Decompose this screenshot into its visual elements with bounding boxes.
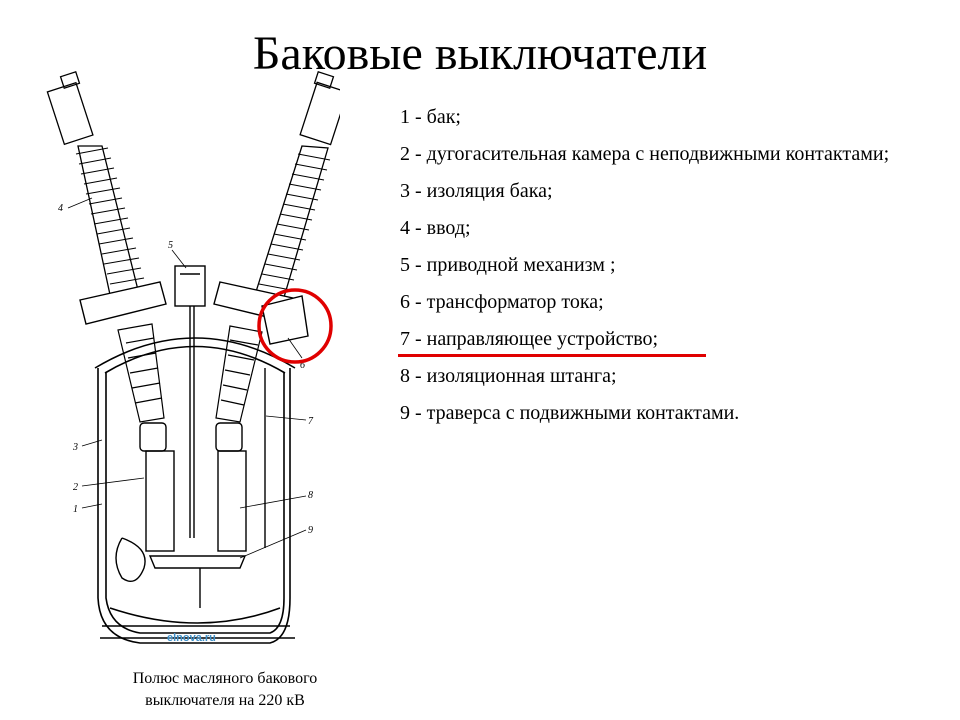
caption-line-2: выключателя на 220 кВ — [145, 692, 305, 709]
figure-caption: Полюс масляного бакового выключателя на … — [60, 668, 390, 712]
label-6: 6 — [300, 360, 305, 371]
right-bushing — [253, 71, 340, 305]
legend-item: 5 - приводной механизм ; — [400, 254, 616, 276]
left-bushing — [46, 71, 141, 305]
legend-item: 9 - траверса с подвижными контактами. — [400, 402, 740, 424]
highlight-underline — [398, 354, 706, 357]
watermark: elnova.ru — [167, 632, 216, 644]
label-3: 3 — [72, 442, 78, 453]
current-transformer — [261, 295, 309, 345]
slide-title: Баковые выключатели — [252, 27, 708, 80]
legend-list: 1 - бак; 2 - дугогасительная камера с не… — [400, 104, 945, 437]
caption-line-1: Полюс масляного бакового — [132, 670, 318, 687]
inner-insulators — [117, 323, 263, 423]
legend-item: 6 - трансформатор тока; — [400, 291, 604, 313]
label-9: 9 — [308, 525, 313, 536]
leader-lines — [67, 197, 307, 559]
legend-item: 7 - направляющее устройство; — [400, 328, 659, 350]
legend-item: 3 - изоляция бака; — [400, 180, 553, 202]
traverse — [115, 368, 266, 608]
breaker-pole-drawing: 4 5 6 7 3 2 1 8 9 — [46, 71, 340, 644]
drive-mechanism — [174, 265, 206, 538]
left-bushing-sheds — [75, 147, 145, 285]
legend-item: 2 - дугогасительная камера с неподвижным… — [400, 143, 890, 165]
legend-item: 8 - изоляционная штанга; — [400, 365, 617, 387]
label-2: 2 — [73, 482, 78, 493]
legend-item: 4 - ввод; — [400, 217, 471, 239]
label-7: 7 — [308, 416, 314, 427]
right-bushing-sheds — [258, 153, 331, 291]
label-4: 4 — [58, 203, 63, 214]
label-1: 1 — [73, 504, 78, 515]
arc-chambers — [139, 422, 247, 552]
highlight-circle — [257, 288, 333, 364]
legend-item: 1 - бак; — [400, 106, 461, 128]
tank-outline — [94, 337, 296, 644]
label-8: 8 — [308, 490, 313, 501]
label-5: 5 — [168, 240, 173, 251]
